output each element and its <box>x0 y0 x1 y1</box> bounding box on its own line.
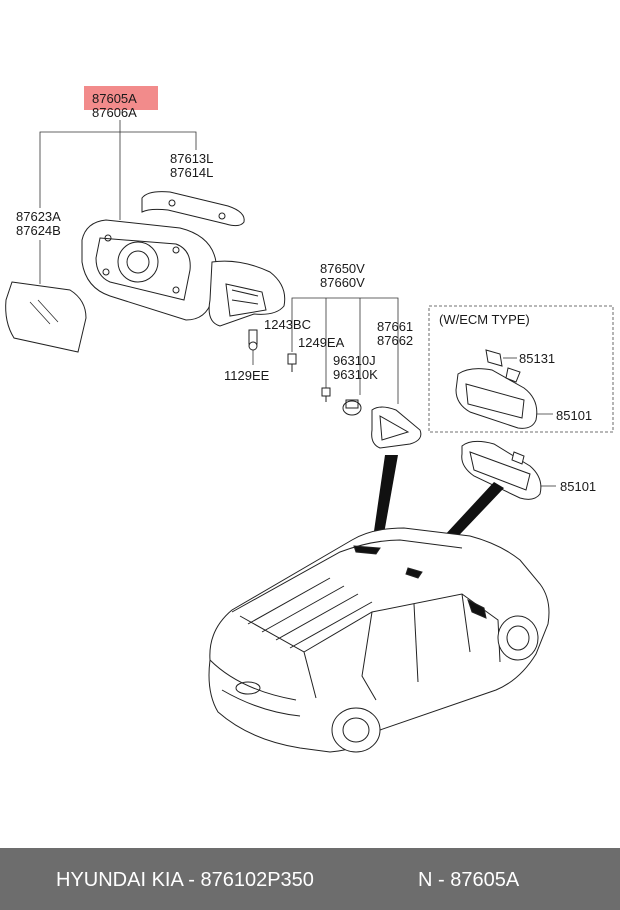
part-label-87624b: 87624B <box>16 223 61 238</box>
part-label-1243bc: 1243BC <box>264 317 311 332</box>
part-label-85101-ecm: 85101 <box>556 408 593 423</box>
parts-diagram <box>5 120 614 753</box>
part-label-87623a: 87623A <box>16 209 61 224</box>
footer-reference: N - 87605A <box>418 869 520 891</box>
part-label-87614l: 87614L <box>170 165 214 180</box>
connector-96310-part <box>342 399 362 416</box>
leader-lines <box>39 120 556 487</box>
part-label-96310k: 96310K <box>333 367 378 382</box>
ecm-type-box <box>428 305 614 433</box>
ecm-type-label: (W/ECM TYPE) <box>439 312 530 327</box>
part-label-87605a: 87605A <box>92 91 137 106</box>
highlighted-part-box <box>84 86 158 110</box>
screw-1129ee-part <box>248 329 258 351</box>
part-label-87661: 87661 <box>377 319 414 334</box>
part-label-87613l: 87613L <box>170 151 214 166</box>
part-label-87660v: 87660V <box>320 275 365 290</box>
part-label-1249ea: 1249EA <box>298 335 345 350</box>
screw-1243bc-part <box>287 353 297 372</box>
footer-bar: HYUNDAI KIA - 876102P350 N - 87605A <box>0 848 620 910</box>
inside-mirror-part <box>461 440 542 500</box>
part-label-87662: 87662 <box>377 333 414 348</box>
mirror-cover-strip-part <box>141 191 245 227</box>
vehicle-illustration <box>208 527 550 753</box>
mirror-housing-part <box>81 219 286 327</box>
part-label-85101: 85101 <box>560 479 597 494</box>
part-label-87650v: 87650V <box>320 261 365 276</box>
triangle-cover-part <box>371 406 422 449</box>
mirror-glass-part <box>5 281 87 353</box>
footer-part-number: HYUNDAI KIA - 876102P350 <box>56 869 314 891</box>
part-label-1129ee: 1129EE <box>224 368 270 383</box>
screw-1249ea-part <box>321 387 331 402</box>
part-label-85131: 85131 <box>519 351 556 366</box>
part-label-87606a: 87606A <box>92 105 137 120</box>
ecm-mirror-part <box>455 349 538 429</box>
part-label-96310j: 96310J <box>333 353 376 368</box>
